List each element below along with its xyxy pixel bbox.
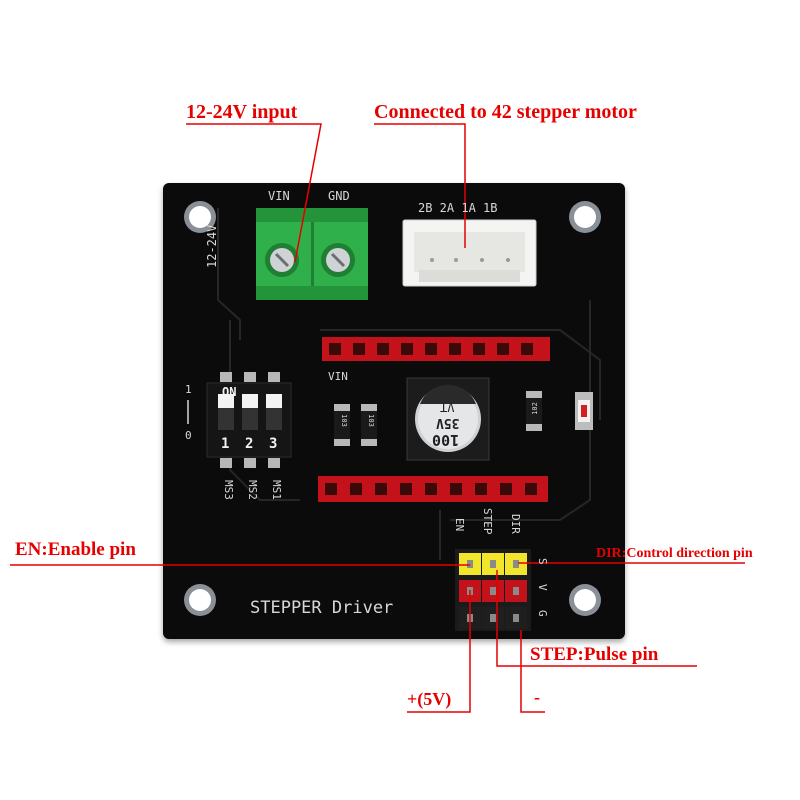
silk-header-vin: VIN: [328, 370, 348, 383]
silk-sw-num-3: 3: [269, 436, 278, 452]
leader-step: [496, 570, 697, 667]
leader-minus: [520, 630, 545, 713]
silk-vin: VIN: [268, 189, 290, 203]
board-title: STEPPER Driver: [250, 598, 394, 618]
leader-input: [186, 123, 322, 263]
header-bottom: [318, 476, 548, 502]
annotation-lines: [10, 123, 745, 713]
cap-voltage: 35V: [436, 415, 460, 430]
silk-pin-step: STEP: [481, 508, 494, 535]
resistor-1: [334, 404, 350, 446]
silk-switch-on: ON: [222, 385, 237, 399]
electrolytic-capacitor: [406, 377, 490, 461]
signal-pin-header: [455, 549, 531, 631]
silk-motor-pins: 2B 2A 1A 1B: [418, 201, 498, 215]
silk-gnd: GND: [328, 189, 350, 203]
silk-sw-num-2: 2: [245, 436, 254, 452]
label-plus-5v: +(5V): [407, 689, 452, 709]
header-top: [322, 337, 550, 361]
silk-ms2: MS2: [246, 480, 259, 500]
label-input-power: 12-24V input: [186, 101, 298, 123]
silk-switch-1: 1: [185, 383, 192, 396]
motor-connector: [402, 219, 537, 287]
silk-ms3: MS3: [222, 480, 235, 500]
resistor-1-code: 103: [339, 414, 348, 427]
trace: [217, 208, 241, 340]
cap-series: VT: [440, 400, 455, 414]
mount-hole-tr: [569, 201, 601, 233]
label-enable-pin: EN:Enable pin: [15, 539, 136, 560]
silk-pin-en: EN: [453, 518, 466, 532]
mount-hole-br: [569, 584, 601, 616]
label-direction-pin: DIR:Control direction pin: [596, 546, 753, 561]
leader-motor: [374, 123, 466, 248]
silk-ms1: MS1: [270, 480, 283, 500]
silk-voltage: 12-24V: [205, 224, 219, 268]
cap-value: 100: [432, 431, 460, 449]
silk-pin-g: G: [536, 610, 549, 617]
silk-sw-num-1: 1: [221, 436, 230, 452]
power-terminal-block: [256, 208, 368, 300]
resistor-3: [526, 391, 542, 431]
resistor-2-code: 103: [366, 414, 375, 427]
label-minus: -: [534, 687, 540, 707]
silk-pin-dir: DIR: [509, 514, 522, 534]
trace: [320, 329, 601, 420]
dip-switch: [187, 372, 292, 468]
silk-pin-s: S: [536, 558, 549, 565]
mount-hole-tl: [184, 201, 216, 233]
silk-switch-0: 0: [185, 429, 192, 442]
label-step-pin: STEP:Pulse pin: [530, 644, 659, 665]
silk-pin-v: V: [536, 584, 549, 591]
label-motor-connection: Connected to 42 stepper motor: [374, 101, 637, 123]
resistor-2: [361, 404, 377, 446]
resistor-3-code: 102: [530, 402, 539, 415]
led: [575, 392, 593, 430]
leader-plus: [407, 590, 471, 713]
mount-hole-bl: [184, 584, 216, 616]
